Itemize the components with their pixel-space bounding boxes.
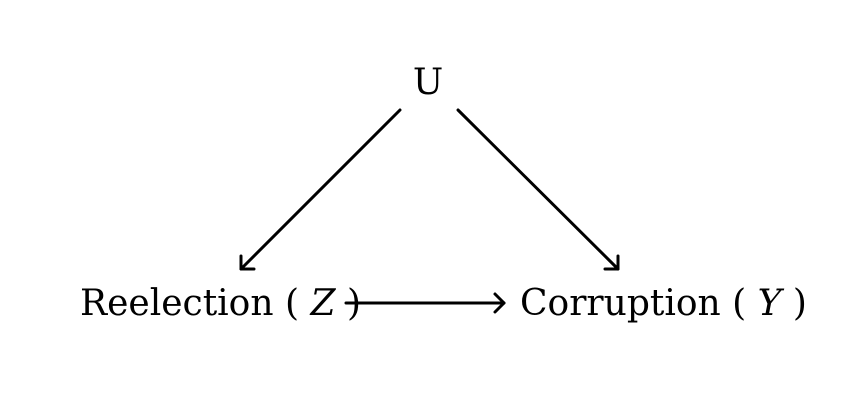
- node-reelection-var: Z: [309, 283, 336, 324]
- edge-u-to-corruption-line: [456, 108, 620, 271]
- node-reelection-label: Reelection: [80, 283, 285, 324]
- node-corruption: Corruption ( Y ): [520, 283, 807, 324]
- edge-u-to-reelection-line: [239, 108, 402, 271]
- edge-u-to-reelection-arrowhead: [239, 254, 256, 271]
- node-reelection-paren-open: (: [285, 283, 299, 324]
- node-corruption-paren-open: (: [732, 283, 746, 324]
- node-corruption-label: Corruption: [520, 283, 732, 324]
- edge-reelection-to-corruption: [344, 292, 506, 314]
- edge-u-to-corruption-arrowhead: [603, 254, 620, 271]
- node-reelection: Reelection ( Z ): [80, 283, 361, 324]
- node-u: U: [413, 62, 443, 103]
- node-corruption-paren-close: ): [793, 283, 807, 324]
- edge-u-to-reelection: [239, 108, 402, 271]
- edge-u-to-corruption: [456, 108, 620, 271]
- edge-reelection-to-corruption-arrowhead: [493, 292, 506, 314]
- node-corruption-var: Y: [758, 283, 785, 324]
